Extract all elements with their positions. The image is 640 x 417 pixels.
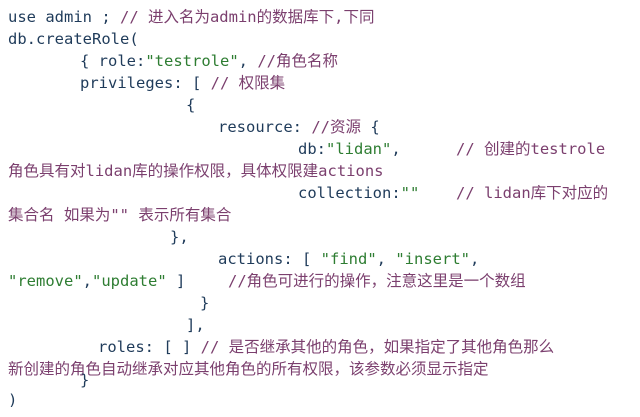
code-string: "insert": [395, 250, 470, 268]
code-line-18: }: [80, 369, 89, 391]
code-line-13: "remove","update" ]: [8, 270, 185, 292]
code-line-7: db:"lidan",: [298, 138, 401, 160]
code-text: }: [200, 294, 210, 312]
code-comment: // 是否继承其他的角色，如果指定了其他角色那么: [200, 338, 555, 356]
code-string: "find": [320, 250, 377, 268]
code-text: { role:: [80, 52, 146, 70]
code-comment: //资源: [311, 118, 371, 136]
code-comment: // 创建的testrole: [456, 140, 606, 158]
code-text: privileges: [: [80, 74, 211, 92]
code-text: ,: [82, 272, 92, 290]
code-comment: // 进入名为admin的数据库下,下同: [119, 8, 375, 26]
code-line-19: ): [8, 389, 17, 411]
code-line-12: actions: [ "find", "insert",: [218, 248, 479, 270]
code-line-14: }: [200, 292, 209, 314]
code-line-6: resource: //资源 {: [218, 116, 380, 138]
code-line-3: { role:"testrole", //角色名称: [80, 50, 338, 72]
code-comment: //角色名称: [257, 52, 338, 70]
code-line-10: 集合名 如果为"" 表示所有集合: [8, 206, 232, 224]
code-text: }: [80, 371, 90, 389]
code-text: {: [186, 96, 196, 114]
code-text: db:: [298, 140, 326, 158]
code-comment: // 权限集: [210, 74, 286, 92]
code-text: db.createRole(: [8, 30, 139, 48]
code-line-16: roles: [ ] // 是否继承其他的角色，如果指定了其他角色那么: [98, 336, 554, 358]
code-comment: // lidan库下对应的: [456, 184, 609, 202]
code-text: ,: [391, 140, 401, 158]
code-text: ,: [238, 52, 258, 70]
code-comment: //角色可进行的操作，注意这里是一个数组: [228, 272, 526, 290]
code-text: actions: [: [218, 250, 321, 268]
code-text: ],: [186, 316, 205, 334]
code-text: use admin ;: [8, 8, 120, 26]
code-text: {: [370, 118, 380, 136]
code-line-17: 新创建的角色自动继承对应其他角色的所有权限，该参数必须显示指定: [8, 360, 489, 378]
code-line-4: privileges: [ // 权限集: [80, 72, 285, 94]
code-line-5: {: [186, 94, 195, 116]
code-text: resource:: [218, 118, 312, 136]
code-string: "lidan": [326, 140, 392, 158]
code-line-11: },: [170, 226, 189, 248]
code-string: "testrole": [145, 52, 239, 70]
code-line-1: use admin ; // 进入名为admin的数据库下,下同: [8, 6, 374, 28]
code-text: ,: [469, 250, 480, 268]
code-line-2: db.createRole(: [8, 28, 139, 50]
code-string: "": [400, 184, 420, 202]
code-text: roles: [ ]: [98, 338, 201, 356]
code-text: collection:: [298, 184, 401, 202]
code-line-15: ],: [186, 314, 205, 336]
code-text: ]: [166, 272, 186, 290]
code-string: "update": [92, 272, 167, 290]
code-text: },: [170, 228, 189, 246]
code-string: "remove": [8, 272, 83, 290]
code-text: ,: [376, 250, 396, 268]
code-line-8: 角色具有对lidan库的操作权限，具体权限建actions: [8, 162, 384, 180]
code-text: ): [8, 391, 18, 409]
code-line-9: collection:"": [298, 182, 419, 204]
